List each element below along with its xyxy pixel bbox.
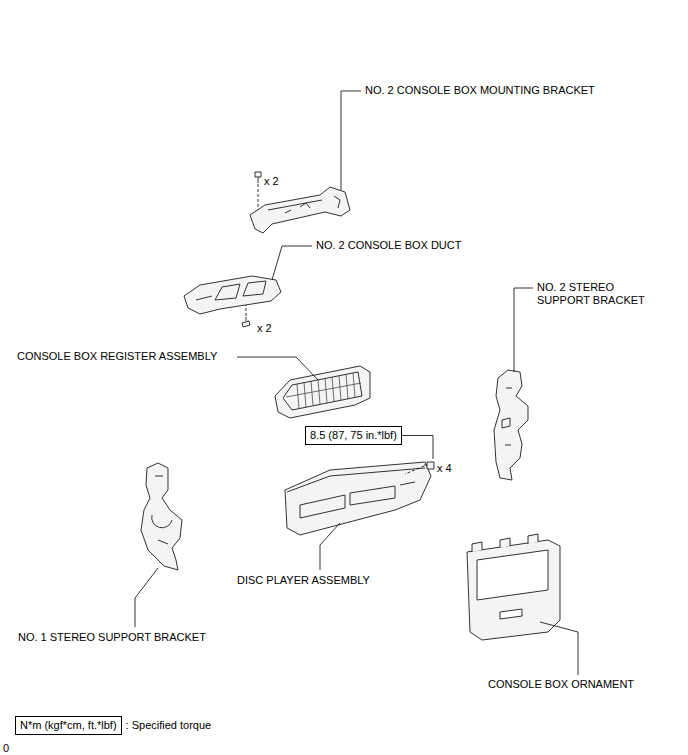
torque-box: 8.5 (87, 75 in.*lbf) (305, 426, 402, 445)
box-text: 8.5 (87, 75 in.*lbf) (310, 429, 397, 441)
bolt (424, 462, 434, 469)
part-name: CONSOLE BOX REGISTER ASSEMBLY (17, 350, 217, 363)
duct (184, 276, 281, 314)
register-assembly (275, 366, 370, 418)
part-name: NO. 2 CONSOLE BOX MOUNTING BRACKET (365, 84, 595, 97)
part-name: NO. 2 CONSOLE BOX DUCT (316, 239, 461, 252)
stereo-bracket-1 (141, 463, 182, 570)
screw (255, 172, 261, 183)
part-name: DISC PLAYER ASSEMBLY (237, 574, 370, 587)
ornament (467, 540, 560, 640)
stereo-bracket-2 (494, 370, 528, 480)
quantity: x 2 (264, 175, 279, 188)
leader-lines (135, 91, 578, 675)
quantity: x 4 (437, 462, 452, 475)
figure-number: 0 (3, 742, 9, 755)
part-name: NO. 1 STEREO SUPPORT BRACKET (18, 631, 206, 644)
screw (242, 317, 250, 327)
quantity: x 2 (257, 322, 272, 335)
part-name: CONSOLE BOX ORNAMENT (488, 678, 634, 691)
part-name: NO. 2 STEREO SUPPORT BRACKET (537, 281, 655, 307)
box-text: N*m (kgf*cm, ft.*lbf) (20, 719, 117, 731)
legend-text: : Specified torque (126, 719, 212, 732)
leader-line (402, 436, 433, 460)
mounting-bracket (250, 187, 350, 233)
disc-player (285, 462, 431, 535)
legend-sample-box: N*m (kgf*cm, ft.*lbf) (15, 716, 122, 735)
